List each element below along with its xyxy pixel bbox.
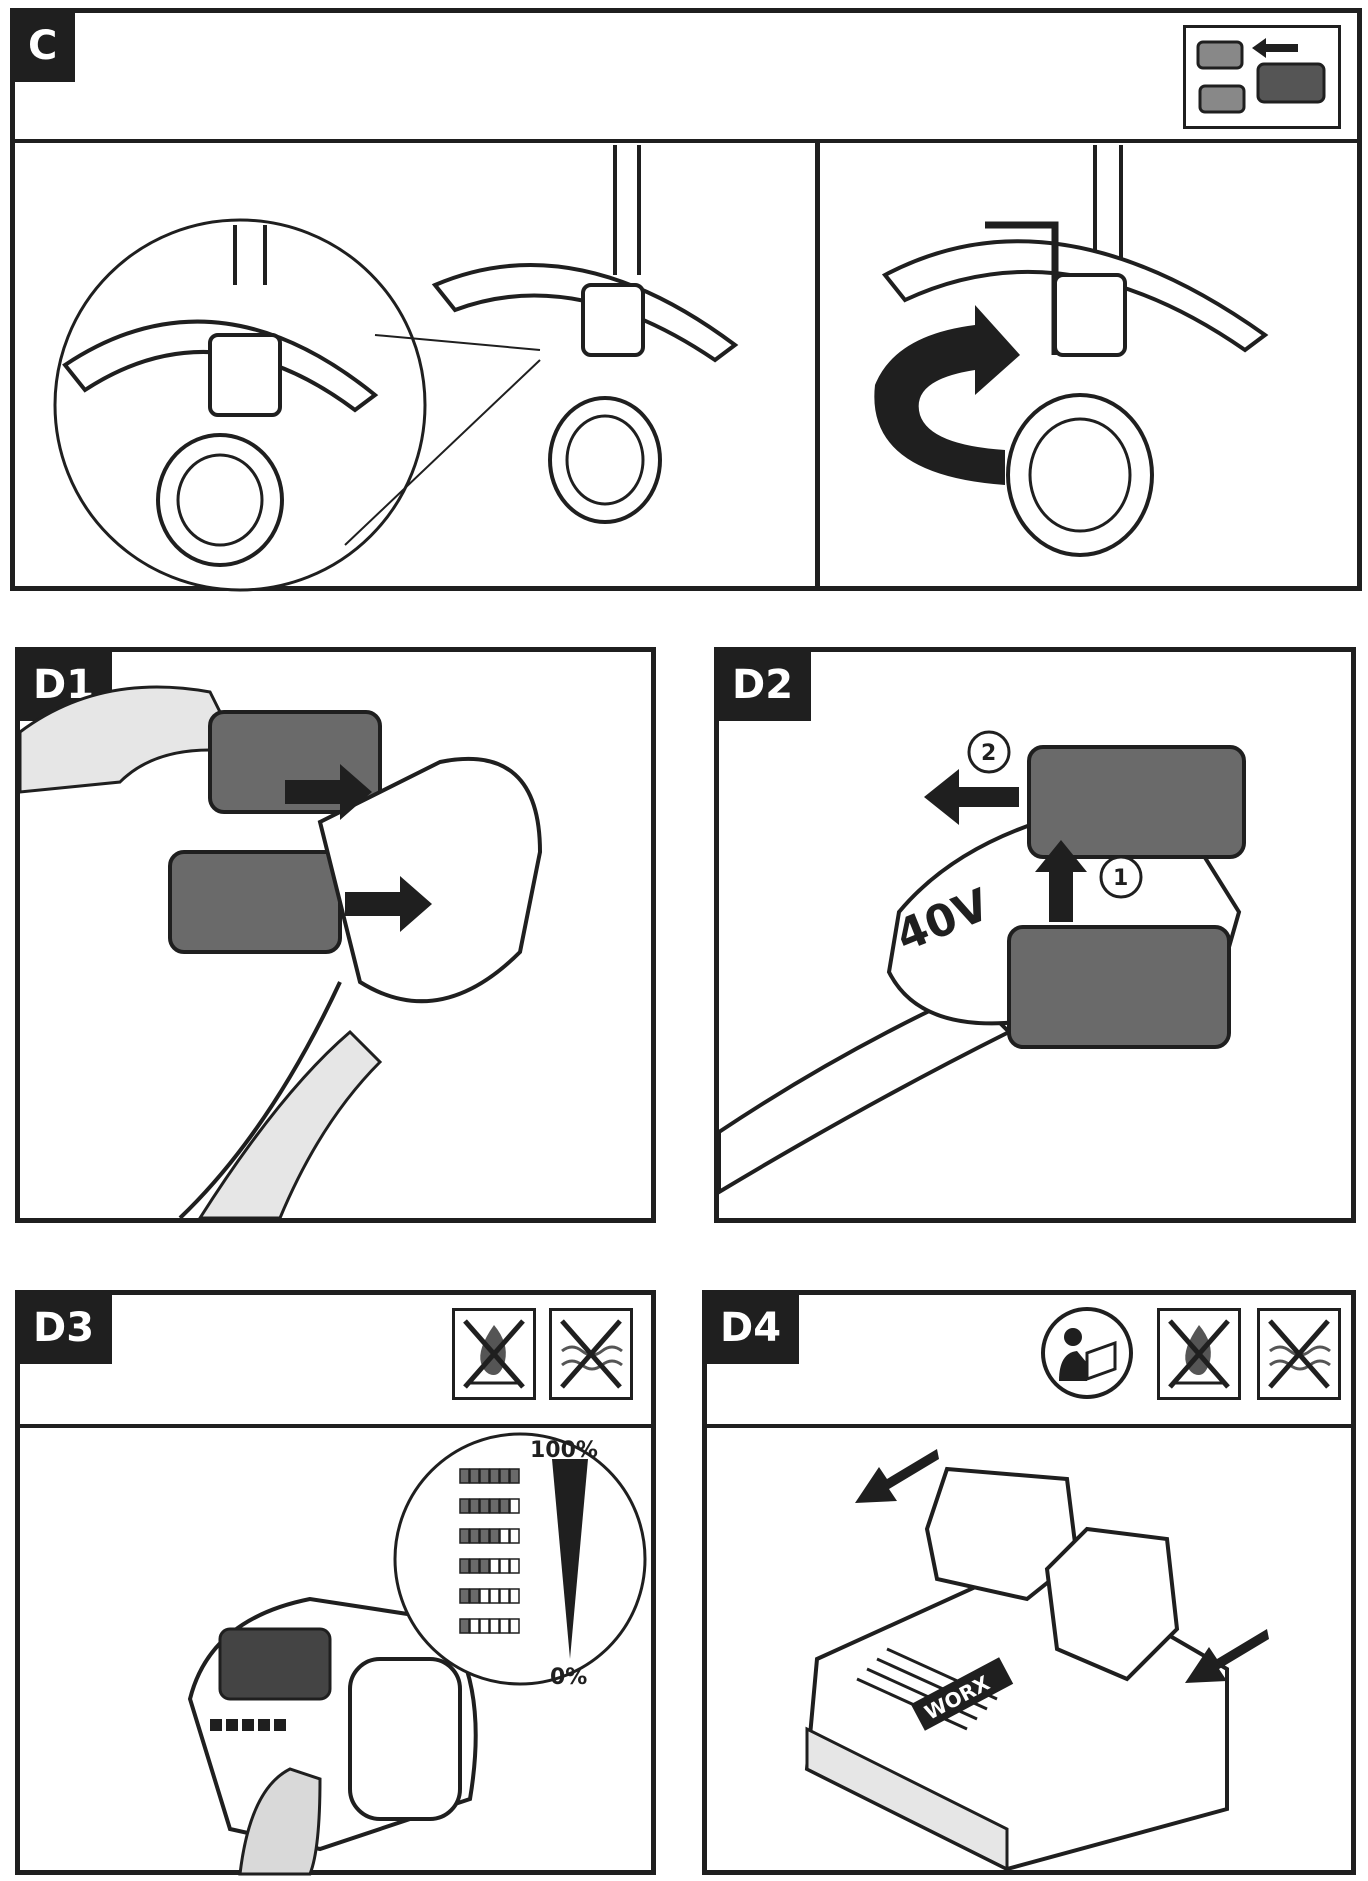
no-fire-icon-frame (452, 1308, 536, 1400)
section-d2-label: D2 (718, 651, 812, 721)
battery-charge-check-illustration: 100% 0% (187, 1432, 647, 1876)
charge-level-cell (469, 1498, 480, 1514)
charge-level-cell (459, 1468, 470, 1484)
charge-level-cell (509, 1558, 520, 1574)
charge-level-row (459, 1618, 520, 1634)
charge-level-row (459, 1468, 520, 1484)
charge-level-cell (489, 1618, 500, 1634)
remove-arrow-icon (1185, 1629, 1269, 1683)
charge-level-cell (489, 1558, 500, 1574)
section-c-header-divider (15, 139, 1357, 143)
section-c: C (10, 8, 1362, 592)
section-d4-header-divider (707, 1424, 1351, 1428)
charge-level-row (459, 1588, 520, 1604)
charge-level-cell (479, 1618, 490, 1634)
battery-swap-icon-frame (1183, 25, 1341, 129)
fuel-gauge-leds (210, 1719, 286, 1731)
charge-level-cell (479, 1498, 490, 1514)
charge-level-cell (469, 1528, 480, 1544)
trimmer-head-rotation-illustration (874, 145, 1269, 557)
step-2-label: 2 (981, 741, 996, 766)
charge-level-cell (499, 1558, 510, 1574)
rotation-arrow-icon (874, 305, 1020, 485)
battery-remove-illustration: 40V 2 1 (717, 730, 1246, 1196)
charge-level-row (459, 1528, 520, 1544)
no-water-icon-frame (1257, 1308, 1341, 1400)
charge-level-cell (509, 1528, 520, 1544)
charge-level-cell (499, 1498, 510, 1514)
charge-level-cell (509, 1618, 520, 1634)
section-c-column-divider (815, 143, 820, 586)
no-fire-icon-frame (1157, 1308, 1241, 1400)
charge-level-cell (469, 1468, 480, 1484)
charge-level-cell (489, 1498, 500, 1514)
charge-wedge (552, 1459, 588, 1659)
charge-level-cell (479, 1528, 490, 1544)
charge-level-cell (499, 1528, 510, 1544)
charge-level-cell (479, 1468, 490, 1484)
section-d3-header-divider (20, 1424, 651, 1428)
charge-level-cell (459, 1498, 470, 1514)
charge-level-cell (459, 1558, 470, 1574)
charge-full-label: 100% (530, 1438, 598, 1463)
trimmer-head-zoom-illustration (53, 145, 739, 592)
remove-arrow-icon (924, 769, 1019, 825)
battery-swap-icon (1196, 38, 1326, 114)
charge-level-cell (469, 1618, 480, 1634)
no-fire-icon (1168, 1319, 1230, 1389)
charge-level-cell (469, 1588, 480, 1604)
charge-level-cell (459, 1528, 470, 1544)
no-fire-icon (463, 1319, 525, 1389)
charge-level-cell (509, 1498, 520, 1514)
section-d3-label: D3 (19, 1294, 113, 1364)
section-d2: D2 40V 2 1 (714, 647, 1356, 1223)
remove-arrow-icon (855, 1449, 939, 1503)
charge-level-cell (489, 1588, 500, 1604)
charge-level-cell (469, 1558, 480, 1574)
charge-level-cell (499, 1468, 510, 1484)
charge-level-cell (459, 1588, 470, 1604)
read-manual-icon (1041, 1307, 1133, 1399)
section-d3: D3 100% 0% (15, 1290, 656, 1876)
section-c-label: C (14, 12, 76, 82)
section-d4: D4 WORX (702, 1290, 1356, 1875)
insert-arrow-icon (285, 764, 372, 820)
charge-level-row (459, 1498, 520, 1514)
insert-arrow-icon (345, 876, 432, 932)
charge-level-cell (459, 1618, 470, 1634)
no-water-icon-frame (549, 1308, 633, 1400)
step-1-label: 1 (1113, 866, 1128, 891)
charge-level-table (459, 1468, 520, 1634)
charge-level-cell (509, 1588, 520, 1604)
no-water-icon (560, 1319, 623, 1389)
charge-level-row (459, 1558, 520, 1574)
dual-charger-illustration: WORX (804, 1449, 1269, 1872)
charge-level-cell (489, 1528, 500, 1544)
charge-level-cell (489, 1468, 500, 1484)
section-d1: D1 (15, 647, 656, 1223)
charge-level-cell (509, 1468, 520, 1484)
section-d4-label: D4 (706, 1294, 800, 1364)
charge-empty-label: 0% (550, 1665, 587, 1690)
charge-level-cell (479, 1588, 490, 1604)
charge-level-cell (479, 1558, 490, 1574)
no-water-icon (1268, 1319, 1331, 1389)
press-arrow-icon (1035, 840, 1087, 922)
charge-level-cell (499, 1618, 510, 1634)
charge-level-cell (499, 1588, 510, 1604)
battery-insert-illustration (18, 685, 543, 1220)
